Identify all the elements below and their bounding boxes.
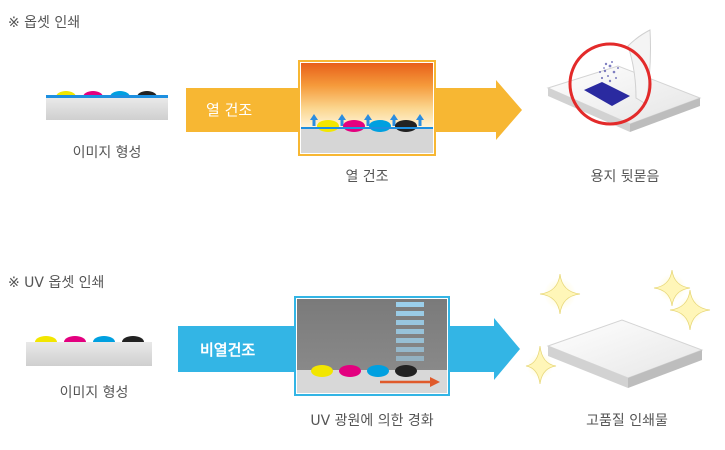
highlight-circle <box>568 42 652 126</box>
caption-image-formation-offset: 이미지 형성 <box>72 145 142 161</box>
sparkle-icon <box>539 273 581 315</box>
set-off-paper-illustration <box>546 29 702 132</box>
heat-drying-panel <box>298 60 436 156</box>
caption-uv-curing: UV 광원에 의한 경화 <box>310 413 434 429</box>
uv-curing-panel <box>294 296 450 396</box>
offset-ink-plate <box>46 91 168 120</box>
sparkle-icon <box>669 289 711 331</box>
direction-arrow <box>430 377 440 387</box>
paper-base <box>46 98 168 120</box>
paper-base <box>26 342 152 366</box>
sparkle-icon <box>653 269 691 307</box>
sparkle-icon <box>525 345 557 385</box>
ink-layer <box>46 95 168 98</box>
caption-set-off: 용지 뒷묻음 <box>590 169 660 185</box>
uv-ink-plate <box>26 336 152 366</box>
section-title-uv-offset: ※ UV 옵셋 인쇄 <box>8 275 105 291</box>
arrow-label-non-heat-dry: 비열건조 <box>200 341 256 359</box>
section-title-offset: ※ 옵셋 인쇄 <box>8 15 81 31</box>
caption-heat-drying: 열 건조 <box>345 169 389 185</box>
arrow-label-heat-dry: 열 건조 <box>206 101 253 119</box>
high-quality-print-illustration <box>525 269 711 388</box>
caption-image-formation-uv: 이미지 형성 <box>59 385 129 401</box>
caption-high-quality-print: 고품질 인쇄물 <box>586 413 668 429</box>
